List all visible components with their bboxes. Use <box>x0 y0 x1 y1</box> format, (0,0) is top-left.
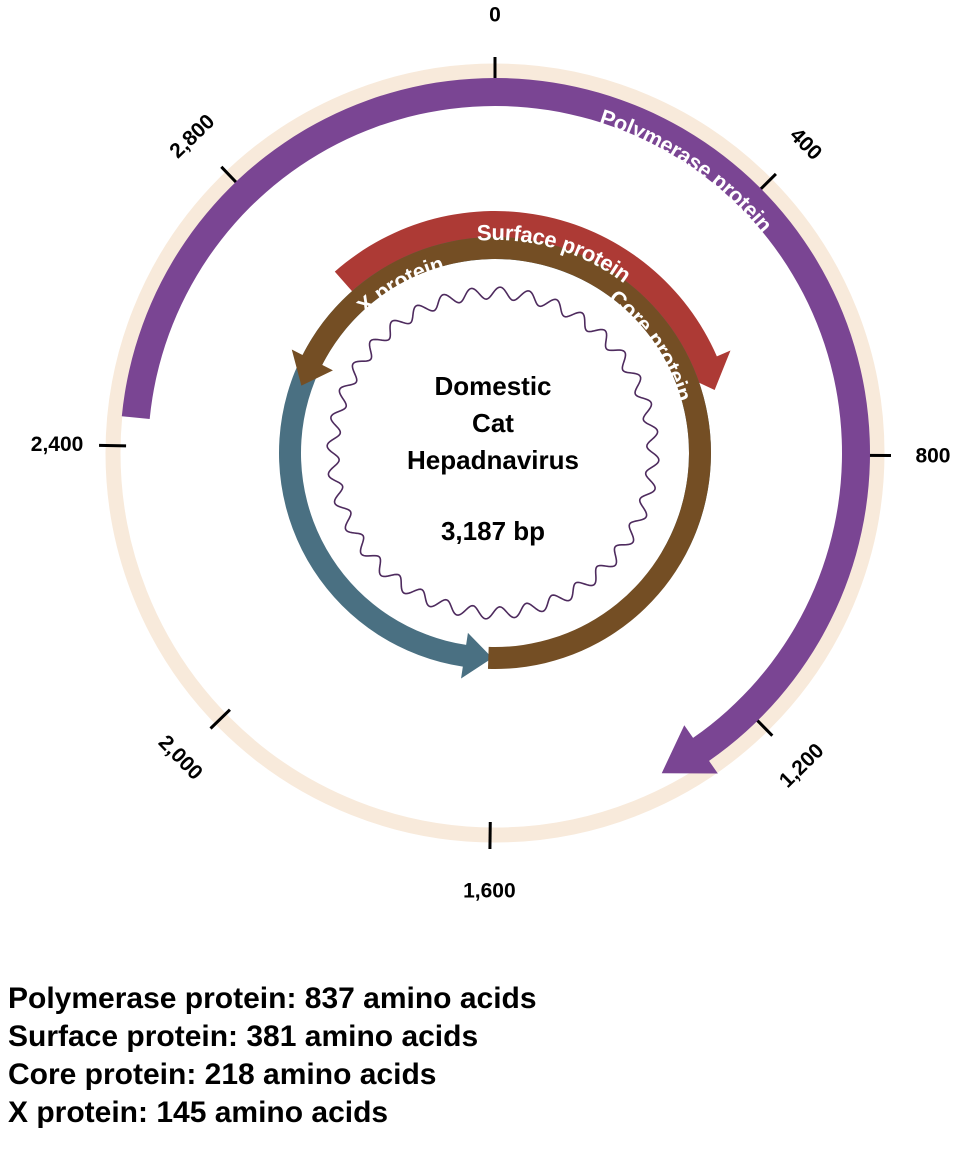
tick-label: 2,400 <box>31 433 84 456</box>
tick-label: 2,800 <box>165 110 219 163</box>
genome-name-line-1: Domestic <box>434 371 551 401</box>
protein-legend: Polymerase protein: 837 amino acids Surf… <box>8 980 968 1132</box>
tick-label: 400 <box>785 124 826 165</box>
legend-x-protein: X protein: 145 amino acids <box>8 1096 389 1129</box>
tick-label: 1,200 <box>775 739 829 792</box>
tick-label: 0 <box>489 4 501 27</box>
tick-mark <box>209 708 231 730</box>
genome-name-line-2: Cat <box>472 408 514 438</box>
tick-label: 800 <box>915 444 950 467</box>
tick-label: 2,000 <box>154 731 207 785</box>
legend-core: Core protein: 218 amino acids <box>8 1058 437 1091</box>
genome-size: 3,187 bp <box>441 516 545 546</box>
genome-title: Domestic Cat Hepadnavirus 3,187 bp <box>407 371 579 546</box>
tick-label: 1,600 <box>463 879 516 902</box>
gene-arcs <box>121 78 870 774</box>
legend-polymerase: Polymerase protein: 837 amino acids <box>8 982 537 1015</box>
tick-mark <box>99 443 127 448</box>
genome-name-line-3: Hepadnavirus <box>407 445 579 475</box>
legend-surface: Surface protein: 381 amino acids <box>8 1020 479 1053</box>
gene-arc <box>334 211 731 390</box>
circular-dna-icon <box>326 286 660 620</box>
